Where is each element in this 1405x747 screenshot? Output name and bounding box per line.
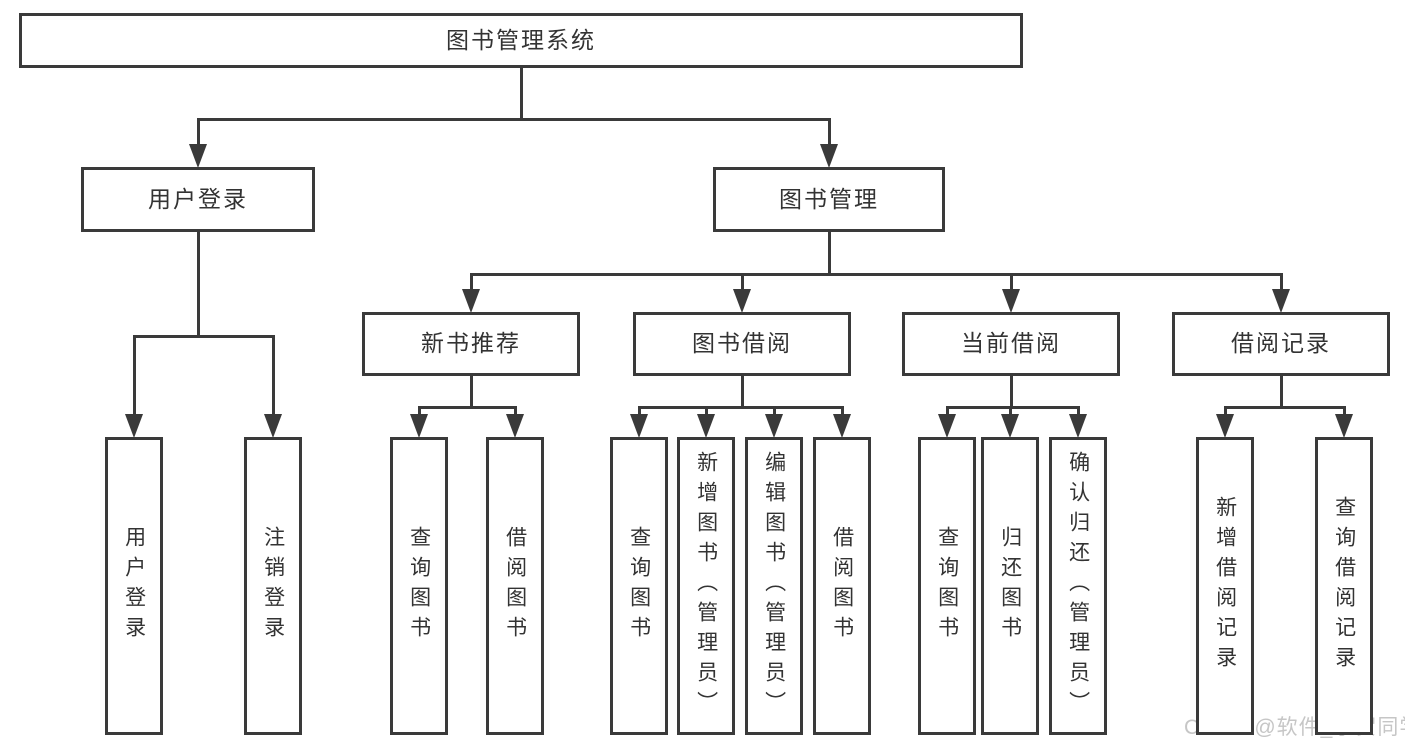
node-confirm-return-admin: 确认归还（管理员） — [1049, 437, 1107, 735]
arrowhead-book-management — [820, 144, 838, 168]
node-borrowing-records: 借阅记录 — [1172, 312, 1390, 376]
node-query-books-current: 查询图书 — [918, 437, 976, 735]
arrowhead-return-books — [1001, 414, 1019, 438]
connector-drop-query-books-current — [945, 406, 949, 415]
connector-bus-user-login-branch — [132, 335, 275, 338]
connector-stem-new-book-recommend — [469, 376, 473, 409]
connector-drop-book-borrowing — [740, 273, 744, 290]
node-query-books-recommend: 查询图书 — [390, 437, 448, 735]
node-add-borrow-record: 新增借阅记录 — [1196, 437, 1254, 735]
connector-drop-add-borrow-record — [1223, 406, 1227, 415]
arrowhead-query-books-current — [938, 414, 956, 438]
connector-drop-user-login-leaf — [132, 335, 136, 415]
connector-drop-query-books-recommend — [417, 406, 421, 415]
node-user-login-branch: 用户登录 — [81, 167, 315, 232]
arrowhead-query-books-borrowing — [630, 414, 648, 438]
arrowhead-borrow-books-borrowing — [833, 414, 851, 438]
connector-drop-add-books-admin — [704, 406, 708, 415]
node-borrow-books-recommend: 借阅图书 — [486, 437, 544, 735]
connector-stem-book-management — [827, 232, 831, 276]
connector-drop-new-book-recommend — [469, 273, 473, 290]
connector-stem-book-borrowing — [740, 376, 744, 409]
arrowhead-user-login-leaf — [125, 414, 143, 438]
node-system-root: 图书管理系统 — [19, 13, 1023, 68]
node-borrow-books-borrowing: 借阅图书 — [813, 437, 871, 735]
node-new-book-recommend: 新书推荐 — [362, 312, 580, 376]
node-edit-books-admin: 编辑图书（管理员） — [745, 437, 803, 735]
arrowhead-borrowing-records — [1272, 289, 1290, 313]
connector-stem-user-login-branch — [196, 232, 200, 338]
connector-bus-current-borrowing — [945, 406, 1080, 409]
node-current-borrowing: 当前借阅 — [902, 312, 1120, 376]
arrowhead-new-book-recommend — [462, 289, 480, 313]
arrowhead-add-books-admin — [697, 414, 715, 438]
connector-drop-query-borrow-record — [1342, 406, 1346, 415]
arrowhead-edit-books-admin — [765, 414, 783, 438]
arrowhead-query-borrow-record — [1335, 414, 1353, 438]
connector-drop-borrowing-records — [1279, 273, 1283, 290]
connector-drop-borrow-books-recommend — [513, 406, 517, 415]
connector-bus-book-borrowing — [637, 406, 844, 409]
node-query-books-borrowing: 查询图书 — [610, 437, 668, 735]
connector-stem-current-borrowing — [1009, 376, 1013, 409]
connector-stem-borrowing-records — [1279, 376, 1283, 409]
node-book-borrowing: 图书借阅 — [633, 312, 851, 376]
arrowhead-confirm-return-admin — [1069, 414, 1087, 438]
arrowhead-query-books-recommend — [410, 414, 428, 438]
arrowhead-add-borrow-record — [1216, 414, 1234, 438]
connector-bus-book-management — [469, 273, 1283, 276]
arrowhead-borrow-books-recommend — [506, 414, 524, 438]
connector-bus-new-book-recommend — [417, 406, 517, 409]
connector-drop-borrow-books-borrowing — [840, 406, 844, 415]
arrowhead-user-login-branch — [189, 144, 207, 168]
connector-drop-confirm-return-admin — [1076, 406, 1080, 415]
node-user-login-leaf: 用户登录 — [105, 437, 163, 735]
node-return-books: 归还图书 — [981, 437, 1039, 735]
node-logout-leaf: 注销登录 — [244, 437, 302, 735]
connector-drop-user-login-branch — [196, 118, 200, 145]
connector-bus-borrowing-records — [1223, 406, 1346, 409]
connector-drop-query-books-borrowing — [637, 406, 641, 415]
connector-drop-edit-books-admin — [772, 406, 776, 415]
node-book-management: 图书管理 — [713, 167, 945, 232]
node-add-books-admin: 新增图书（管理员） — [677, 437, 735, 735]
connector-drop-book-management — [827, 118, 831, 145]
connector-drop-current-borrowing — [1009, 273, 1013, 290]
arrowhead-book-borrowing — [733, 289, 751, 313]
connector-drop-logout-leaf — [271, 335, 275, 415]
connector-stem-system-root — [519, 68, 523, 121]
connector-drop-return-books — [1008, 406, 1012, 415]
connector-bus-system-root — [196, 118, 831, 121]
node-query-borrow-record: 查询借阅记录 — [1315, 437, 1373, 735]
arrowhead-logout-leaf — [264, 414, 282, 438]
arrowhead-current-borrowing — [1002, 289, 1020, 313]
